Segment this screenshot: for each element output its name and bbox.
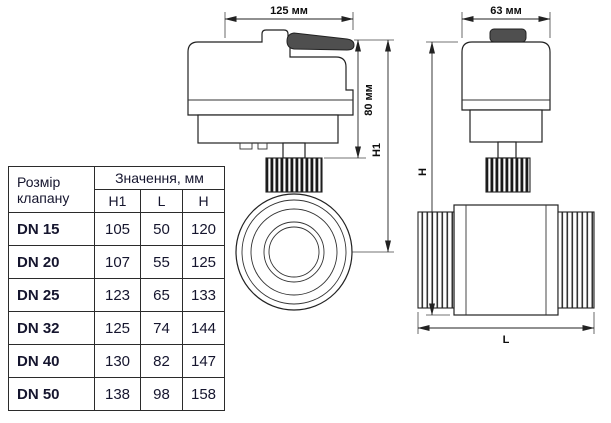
column-header-l: L: [140, 189, 183, 213]
size-cell: DN 15: [8, 212, 95, 246]
h-cell: 158: [182, 377, 225, 411]
l-cell: 50: [140, 212, 183, 246]
table-row: DN 50 138 98 158: [8, 377, 225, 411]
side-width-label: 63 мм: [490, 5, 522, 17]
column-header-h1: H1: [94, 189, 141, 213]
valve-body-side: [417, 204, 595, 316]
table-header-size: Розмір клапану: [8, 166, 95, 213]
h-cell: 125: [182, 245, 225, 279]
actuator-base-front: [197, 114, 339, 144]
front-view-drawing: 125 мм 80 мм H1: [187, 5, 394, 311]
valve-dimensions-table: Розмір клапану Значення, мм H1 L H DN 15…: [8, 166, 225, 411]
dimension-l: [417, 312, 595, 334]
size-cell: DN 40: [8, 344, 95, 378]
front-width-label: 125 мм: [270, 5, 308, 17]
h1-cell: 138: [94, 377, 141, 411]
h-cell: 120: [182, 212, 225, 246]
manual-lever-front: [286, 32, 355, 51]
l-label: L: [503, 334, 510, 346]
h1-cell: 105: [94, 212, 141, 246]
table-row: DN 32 125 74 144: [8, 311, 225, 345]
size-cell: DN 32: [8, 311, 95, 345]
dimension-h1: [352, 39, 394, 253]
valve-body-front: [235, 193, 353, 311]
size-cell: DN 20: [8, 245, 95, 279]
size-cell: DN 25: [8, 278, 95, 312]
table-row: DN 25 123 65 133: [8, 278, 225, 312]
h-label: H: [417, 168, 429, 176]
h-cell: 133: [182, 278, 225, 312]
h-cell: 144: [182, 311, 225, 345]
dimension-63mm: [461, 12, 551, 38]
l-cell: 65: [140, 278, 183, 312]
actuator-base-side: [469, 109, 543, 143]
l-cell: 98: [140, 377, 183, 411]
dimension-125mm: [224, 12, 354, 38]
dimension-h: [426, 41, 458, 316]
table-row: DN 15 105 50 120: [8, 212, 225, 246]
l-cell: 55: [140, 245, 183, 279]
terminal-tab: [239, 142, 253, 150]
column-header-h: H: [182, 189, 225, 213]
manual-lever-side: [489, 28, 527, 43]
threaded-end-right: [557, 211, 595, 309]
l-cell: 82: [140, 344, 183, 378]
actuator-height-label: 80 мм: [363, 84, 375, 116]
h1-cell: 123: [94, 278, 141, 312]
threaded-end-left: [417, 211, 455, 309]
l-cell: 74: [140, 311, 183, 345]
table-row: DN 20 107 55 125: [8, 245, 225, 279]
knurled-nut-front: [265, 157, 323, 193]
h1-label: H1: [371, 143, 383, 157]
h1-cell: 107: [94, 245, 141, 279]
h1-cell: 130: [94, 344, 141, 378]
terminal-tab: [257, 142, 268, 150]
valve-stem-front: [282, 142, 306, 159]
table-row: DN 40 130 82 147: [8, 344, 225, 378]
h1-cell: 125: [94, 311, 141, 345]
table-header-values: Значення, мм: [94, 166, 225, 190]
h-cell: 147: [182, 344, 225, 378]
actuator-side: [461, 41, 551, 111]
valve-stem-side: [497, 141, 517, 159]
side-view-drawing: 63 мм H L: [417, 5, 595, 346]
actuator-front: [187, 29, 354, 116]
size-cell: DN 50: [8, 377, 95, 411]
knurled-nut-side: [485, 157, 531, 193]
